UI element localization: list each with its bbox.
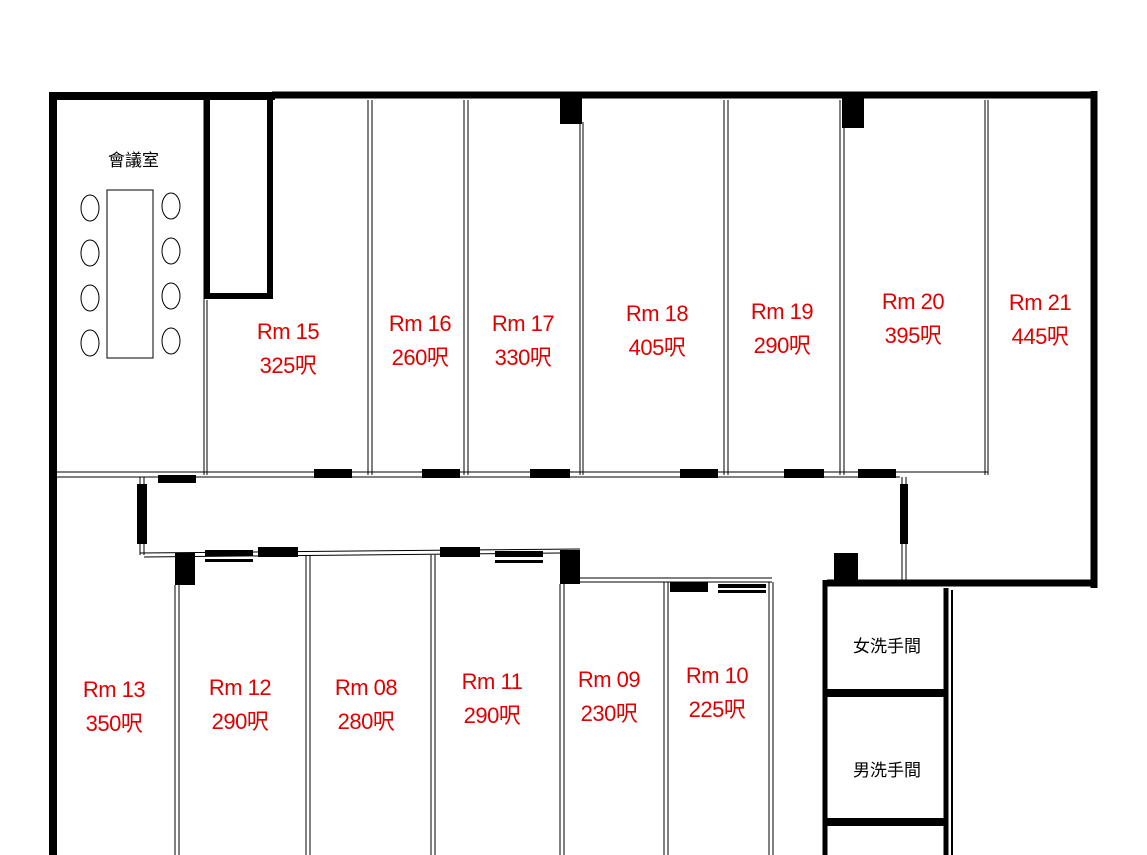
- room-label-rm17: Rm 17 330呎: [468, 307, 578, 375]
- room-number: Rm 20: [881, 289, 945, 314]
- meeting-room-label: 會議室: [108, 151, 159, 171]
- mens-washroom-label: 男洗手間: [853, 761, 921, 781]
- room-area: 230呎: [580, 701, 638, 726]
- room-area: 290呎: [211, 709, 269, 734]
- room-number: Rm 09: [577, 667, 641, 692]
- room-area: 225呎: [688, 697, 746, 722]
- womens-washroom-label: 女洗手間: [853, 637, 921, 657]
- room-number: Rm 16: [388, 311, 452, 336]
- room-number: Rm 13: [82, 677, 146, 702]
- room-label-rm11: Rm 11 290呎: [437, 665, 547, 733]
- room-area: 290呎: [753, 333, 811, 358]
- room-label-rm16: Rm 16 260呎: [365, 307, 475, 375]
- room-label-rm08: Rm 08 280呎: [311, 671, 421, 739]
- room-label-rm20: Rm 20 395呎: [858, 285, 968, 353]
- room-area: 330呎: [494, 345, 552, 370]
- room-number: Rm 19: [750, 299, 814, 324]
- room-label-rm09: Rm 09 230呎: [554, 663, 664, 731]
- room-label-rm10: Rm 10 225呎: [662, 659, 772, 727]
- room-label-rm13: Rm 13 350呎: [59, 673, 169, 741]
- partition-walls-top: [57, 100, 989, 478]
- room-number: Rm 08: [334, 675, 398, 700]
- columns: [175, 92, 864, 585]
- corridor-walls: [139, 477, 907, 583]
- partition-walls-bottom: [174, 555, 774, 855]
- room-area: 280呎: [337, 709, 395, 734]
- room-area: 290呎: [463, 703, 521, 728]
- meeting-table: [106, 189, 154, 359]
- room-label-rm18: Rm 18 405呎: [602, 297, 712, 365]
- room-number: Rm 21: [1008, 290, 1072, 315]
- room-number: Rm 11: [461, 669, 523, 694]
- room-number: Rm 18: [625, 301, 689, 326]
- room-label-rm12: Rm 12 290呎: [185, 671, 295, 739]
- room-number: Rm 17: [491, 311, 555, 336]
- room-area: 260呎: [391, 345, 449, 370]
- room-area: 350呎: [85, 711, 143, 736]
- doors: [137, 469, 908, 593]
- room-label-rm15: Rm 15 325呎: [233, 315, 343, 383]
- room-label-rm21: Rm 21 445呎: [985, 286, 1095, 354]
- room-area: 405呎: [628, 335, 686, 360]
- outer-walls: [49, 91, 1098, 855]
- room-area: 325呎: [259, 353, 317, 378]
- room-label-rm19: Rm 19 290呎: [727, 295, 837, 363]
- room-number: Rm 12: [208, 675, 272, 700]
- room-area: 445呎: [1011, 324, 1069, 349]
- utility-shaft: [204, 100, 273, 299]
- room-number: Rm 10: [685, 663, 749, 688]
- meeting-chairs: [80, 192, 181, 357]
- room-number: Rm 15: [256, 319, 320, 344]
- room-area: 395呎: [884, 323, 942, 348]
